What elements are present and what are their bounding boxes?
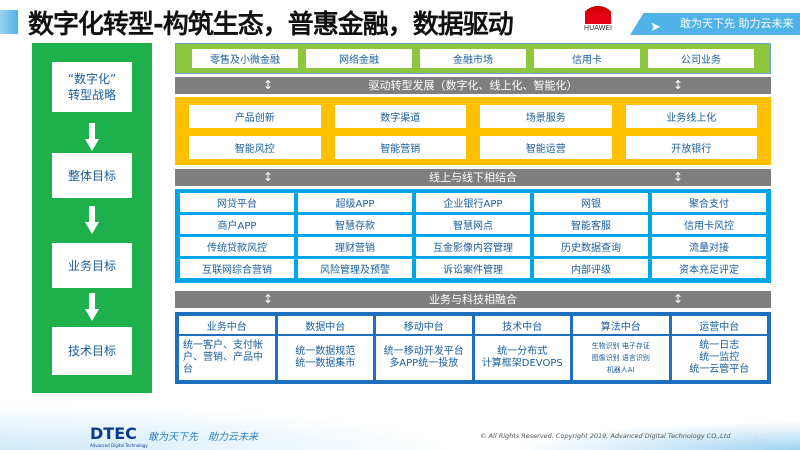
strategy-box: “数字化” 转型战略 <box>52 62 132 112</box>
platform-desc: 统一客户、支付帐户、营销、产品中台 <box>179 336 275 380</box>
bar-label: 业务与科技相融合 <box>429 293 517 306</box>
platform-row: 业务中台统一客户、支付帐户、营销、产品中台数据中台统一数据规范 统一数据集市移动… <box>179 316 767 380</box>
platform-column: 技术中台统一分布式 计算框架DEVOPS <box>474 316 570 380</box>
channel-row: 传统贷款风控理财营销互金影像内容管理历史数据查询流量对接 <box>180 237 766 256</box>
header-slogan: ➤ 敢为天下先 助力云未来 <box>630 13 800 35</box>
channel-item: 企业银行APP <box>416 193 530 212</box>
transformation-bar: ↕ 驱动转型发展（数字化、线上化、智能化） ↕ <box>175 77 771 94</box>
capability-item: 智能风控 <box>189 136 321 159</box>
channel-item: 历史数据查询 <box>534 237 648 256</box>
capability-item: 智能营销 <box>334 136 466 159</box>
strategy-panel: “数字化” 转型战略 整体目标 业务目标 技术目标 <box>32 43 152 393</box>
capability-item: 产品创新 <box>189 105 321 128</box>
online-offline-bar: ↕ 线上与线下相结合 ↕ <box>175 169 771 186</box>
capability-item: 场景服务 <box>480 105 612 128</box>
channel-item: 网银 <box>534 193 648 212</box>
copyright: © All Rights Reserved. Copyright 2019, A… <box>480 432 731 440</box>
channel-item: 网贷平台 <box>180 193 294 212</box>
business-line: 零售及小微金融 <box>192 49 298 68</box>
platform-column: 算法中台生物识别 电子存证 图像识别 语言识别 机器人AI <box>573 316 669 380</box>
channel-item: 风险管理及预警 <box>298 259 412 278</box>
platform-name: 运营中台 <box>671 316 767 334</box>
channel-item: 智慧存款 <box>298 215 412 234</box>
platform-desc: 统一移动开发平台 多APP统一投放 <box>376 336 472 380</box>
channel-item: 流量对接 <box>652 237 766 256</box>
footer-slogan: 敢为天下先 助力云未来 <box>148 432 258 443</box>
platform-name: 技术中台 <box>474 316 570 334</box>
overall-goal-box: 整体目标 <box>52 153 132 198</box>
logo-text: DTEC <box>90 424 137 443</box>
capability-item: 智能运营 <box>480 136 612 159</box>
business-line: 公司业务 <box>648 49 754 68</box>
platform-desc: 统一日志 统一监控 统一云管平台 <box>671 336 767 380</box>
platform-desc: 统一分布式 计算框架DEVOPS <box>474 336 570 380</box>
brand-text: HUAWEI <box>583 24 613 32</box>
double-arrow-icon: ↕ <box>673 292 684 306</box>
tech-goal-box: 技术目标 <box>52 327 132 375</box>
bar-label: 驱动转型发展（数字化、线上化、智能化） <box>368 79 578 92</box>
down-arrow-icon <box>85 206 99 234</box>
channel-item: 超级APP <box>298 193 412 212</box>
paper-plane-icon: ➤ <box>650 20 661 35</box>
channel-item: 聚合支付 <box>652 193 766 212</box>
page-title: 数字化转型-构筑生态，普惠金融，数据驱动 <box>28 10 514 40</box>
business-line: 网络金融 <box>306 49 412 68</box>
platform-column: 运营中台统一日志 统一监控 统一云管平台 <box>671 316 767 380</box>
channel-item: 信用卡风控 <box>652 215 766 234</box>
channel-item: 智能客服 <box>534 215 648 234</box>
channel-item: 资本充足评定 <box>652 259 766 278</box>
platform-name: 数据中台 <box>277 316 373 334</box>
huawei-petal-icon <box>585 2 611 24</box>
platform-column: 业务中台统一客户、支付帐户、营销、产品中台 <box>179 316 275 380</box>
biz-tech-bar: ↕ 业务与科技相融合 ↕ <box>175 291 771 308</box>
double-arrow-icon: ↕ <box>263 292 274 306</box>
channel-item: 内部评级 <box>534 259 648 278</box>
double-arrow-icon: ↕ <box>673 78 684 92</box>
logo-subtext: Advanced Digital Technology <box>90 443 148 448</box>
platform-name: 算法中台 <box>573 316 669 334</box>
channel-row: 互联网综合营销风险管理及预警诉讼案件管理内部评级资本充足评定 <box>180 259 766 278</box>
platform-column: 数据中台统一数据规范 统一数据集市 <box>277 316 373 380</box>
platform-column: 移动中台统一移动开发平台 多APP统一投放 <box>376 316 472 380</box>
business-goal-box: 业务目标 <box>52 243 132 288</box>
double-arrow-icon: ↕ <box>263 170 274 184</box>
capability-item: 开放银行 <box>625 136 757 159</box>
channel-item: 智慧网点 <box>416 215 530 234</box>
page-number: 10 <box>754 432 767 443</box>
business-line: 信用卡 <box>534 49 640 68</box>
business-lines-panel: 零售及小微金融 网络金融 金融市场 信用卡 公司业务 <box>175 43 771 74</box>
capability-item: 业务线上化 <box>625 105 757 128</box>
down-arrow-icon <box>85 293 99 321</box>
channel-item: 传统贷款风控 <box>180 237 294 256</box>
channel-item: 商户APP <box>180 215 294 234</box>
channel-item: 互联网综合营销 <box>180 259 294 278</box>
platform-name: 业务中台 <box>179 316 275 334</box>
slogan-text: 敢为天下先 助力云未来 <box>680 17 794 30</box>
capability-item: 数字渠道 <box>334 105 466 128</box>
double-arrow-icon: ↕ <box>673 170 684 184</box>
huawei-logo: HUAWEI <box>578 2 618 32</box>
platform-desc: 统一数据规范 统一数据集市 <box>277 336 373 380</box>
business-line: 金融市场 <box>420 49 526 68</box>
title-accent <box>0 10 18 34</box>
platform-desc: 生物识别 电子存证 图像识别 语言识别 机器人AI <box>573 336 669 380</box>
down-arrow-icon <box>85 123 99 151</box>
bar-label: 线上与线下相结合 <box>429 171 517 184</box>
middle-platform-panel: 业务中台统一客户、支付帐户、营销、产品中台数据中台统一数据规范 统一数据集市移动… <box>175 312 771 384</box>
channel-item: 互金影像内容管理 <box>416 237 530 256</box>
transformation-panel: 产品创新 数字渠道 场景服务 业务线上化 智能风控 智能营销 智能运营 开放银行 <box>175 97 771 165</box>
channel-item: 诉讼案件管理 <box>416 259 530 278</box>
platform-name: 移动中台 <box>376 316 472 334</box>
double-arrow-icon: ↕ <box>263 78 274 92</box>
channel-item: 理财营销 <box>298 237 412 256</box>
